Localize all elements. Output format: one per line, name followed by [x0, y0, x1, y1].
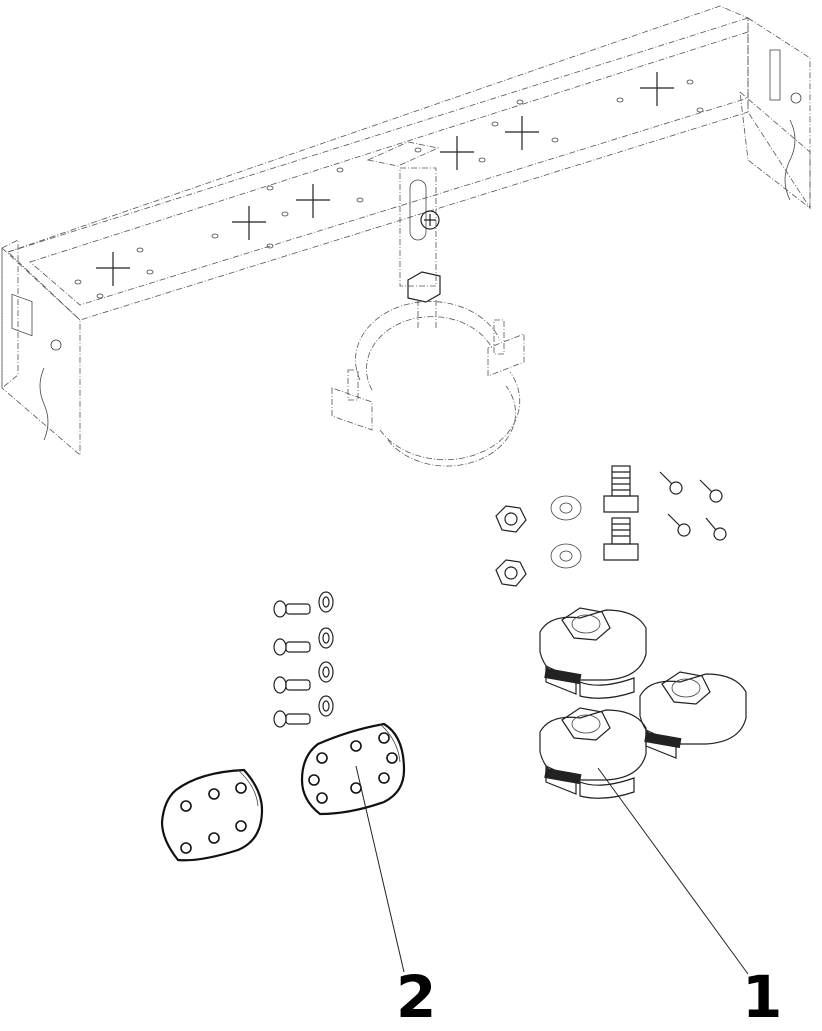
- fasteners-icon: [495, 465, 727, 587]
- rubber-pad-plate-2-icon: [300, 722, 406, 816]
- callout-label-2: 2: [396, 963, 437, 1031]
- pipe-clamp-icon: [331, 141, 525, 467]
- leader-line-1: [597, 767, 749, 975]
- small-bolts-icon: [273, 591, 334, 728]
- rubber-pad-plate-icon: [160, 768, 264, 862]
- hex-union-coupler-icon: [539, 607, 747, 799]
- mounting-rail-frame-icon: [1, 5, 811, 456]
- leader-line-2: [355, 765, 405, 973]
- callout-label-1: 1: [742, 963, 783, 1031]
